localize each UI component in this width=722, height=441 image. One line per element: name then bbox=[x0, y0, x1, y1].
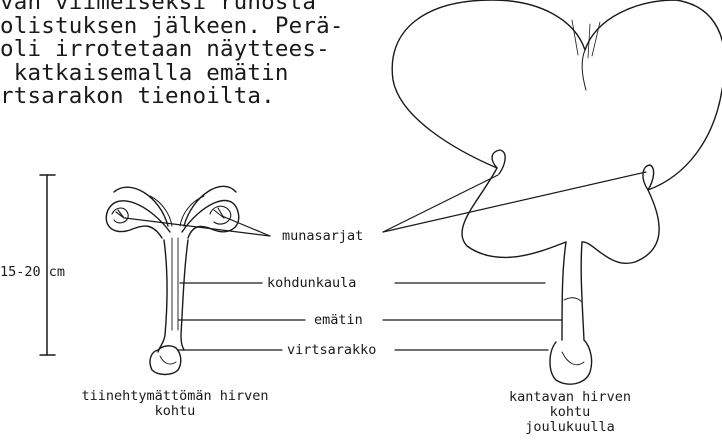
caption-left-line-2: kohtu bbox=[55, 404, 295, 419]
caption-right-line-1: kantavan hirven bbox=[485, 390, 655, 405]
caption-right-line-2: kohtu bbox=[485, 405, 655, 420]
label-ovaries: munasarjat bbox=[282, 228, 363, 244]
leader-lines bbox=[125, 172, 646, 350]
caption-right-line-3: joulukuulla bbox=[485, 420, 655, 435]
caption-left: tiinehtymättömän hirven kohtu bbox=[55, 389, 295, 419]
nonpregnant-uterus-drawing bbox=[106, 186, 239, 374]
caption-left-line-1: tiinehtymättömän hirven bbox=[55, 389, 295, 404]
scale-label: 15-20 cm bbox=[0, 264, 65, 280]
label-vagina: emätin bbox=[314, 312, 363, 328]
label-bladder: virtsarakko bbox=[287, 342, 376, 358]
label-cervix: kohdunkaula bbox=[267, 275, 356, 291]
caption-right: kantavan hirven kohtu joulukuulla bbox=[485, 390, 655, 435]
